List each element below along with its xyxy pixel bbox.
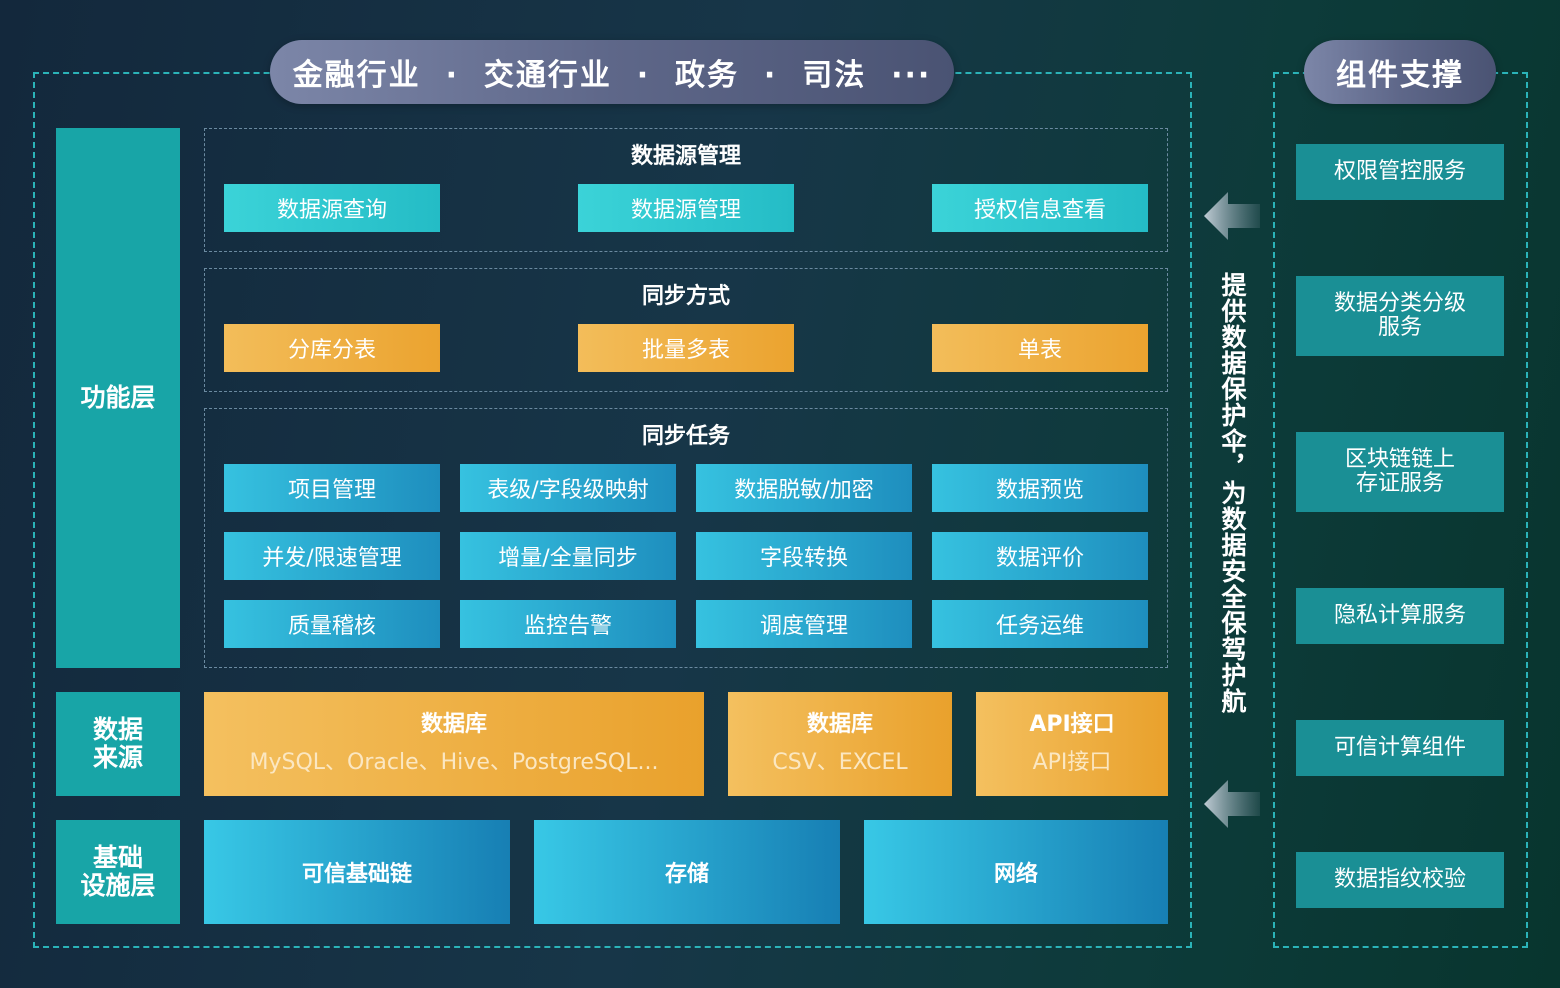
section-title-sync-task: 同步任务 [641, 424, 730, 449]
service-trusted-computing[interactable]: 可信计算组件 [1296, 720, 1504, 776]
service-label: 权限管控服务 [1333, 159, 1466, 184]
layer-function-text: 功能层 [80, 383, 156, 412]
btn-scheduling[interactable]: 调度管理 [696, 600, 912, 648]
service-label: 数据分类分级 服务 [1333, 291, 1466, 340]
btn-field-conversion[interactable]: 字段转换 [696, 532, 912, 580]
layer-infrastructure-text: 基础 设施层 [80, 843, 156, 900]
btn-datasource-query[interactable]: 数据源查询 [224, 184, 440, 232]
section-sync-mode [204, 268, 1168, 392]
left-arrow-icon [1204, 192, 1260, 240]
btn-data-evaluation[interactable]: 数据评价 [932, 532, 1148, 580]
datasource-api[interactable]: API接口 API接口 [976, 692, 1168, 796]
industries-pill: 金融行业 · 交通行业 · 政务 · 司法 ··· [270, 40, 954, 104]
btn-single-table[interactable]: 单表 [932, 324, 1148, 372]
btn-monitoring-alert[interactable]: 监控告警 [460, 600, 676, 648]
btn-batch-multi-table[interactable]: 批量多表 [578, 324, 794, 372]
datasource-title: API接口 [1029, 712, 1115, 737]
service-label: 区块链链上 存证服务 [1344, 447, 1455, 496]
service-label: 可信计算组件 [1333, 735, 1466, 760]
service-permission-control[interactable]: 权限管控服务 [1296, 144, 1504, 200]
components-pill: 组件支撑 [1304, 40, 1496, 104]
service-blockchain-evidence[interactable]: 区块链链上 存证服务 [1296, 432, 1504, 512]
section-title-sync-mode: 同步方式 [641, 284, 730, 309]
industries-label: 金融行业 · 交通行业 · 政务 · 司法 ··· [292, 58, 932, 93]
btn-data-preview[interactable]: 数据预览 [932, 464, 1148, 512]
btn-project-management[interactable]: 项目管理 [224, 464, 440, 512]
components-label: 组件支撑 [1336, 58, 1464, 93]
btn-sharding[interactable]: 分库分表 [224, 324, 440, 372]
datasource-subtitle: CSV、EXCEL [772, 750, 908, 775]
datasource-database-relational[interactable]: 数据库 MySQL、Oracle、Hive、PostgreSQL... [204, 692, 704, 796]
left-arrow-icon [1204, 780, 1260, 828]
vertical-tagline: 提供数据保护伞，为数据安全保驾护航 [1218, 272, 1247, 714]
layer-label-function: 功能层 [56, 128, 180, 668]
btn-quality-audit[interactable]: 质量稽核 [224, 600, 440, 648]
datasource-subtitle: MySQL、Oracle、Hive、PostgreSQL... [249, 750, 659, 775]
service-data-classification[interactable]: 数据分类分级 服务 [1296, 276, 1504, 356]
btn-incremental-full-sync[interactable]: 增量/全量同步 [460, 532, 676, 580]
section-sync-task [204, 408, 1168, 668]
layer-label-infrastructure: 基础 设施层 [56, 820, 180, 924]
section-title-datasource-management: 数据源管理 [630, 144, 741, 169]
btn-auth-info-view[interactable]: 授权信息查看 [932, 184, 1148, 232]
service-data-fingerprint[interactable]: 数据指纹校验 [1296, 852, 1504, 908]
btn-concurrency-limit[interactable]: 并发/限速管理 [224, 532, 440, 580]
section-datasource-management [204, 128, 1168, 252]
btn-task-ops[interactable]: 任务运维 [932, 600, 1148, 648]
btn-table-field-mapping[interactable]: 表级/字段级映射 [460, 464, 676, 512]
datasource-title: 数据库 [806, 712, 873, 737]
service-privacy-computing[interactable]: 隐私计算服务 [1296, 588, 1504, 644]
service-label: 隐私计算服务 [1333, 603, 1466, 628]
infra-storage[interactable]: 存储 [534, 820, 840, 924]
service-label: 数据指纹校验 [1333, 867, 1466, 892]
datasource-title: 数据库 [420, 712, 487, 737]
datasource-subtitle: API接口 [1032, 750, 1112, 775]
infra-trusted-chain[interactable]: 可信基础链 [204, 820, 510, 924]
datasource-database-files[interactable]: 数据库 CSV、EXCEL [728, 692, 952, 796]
btn-data-masking[interactable]: 数据脱敏/加密 [696, 464, 912, 512]
layer-label-data-source: 数据 来源 [56, 692, 180, 796]
btn-datasource-manage[interactable]: 数据源管理 [578, 184, 794, 232]
layer-data-source-text: 数据 来源 [92, 715, 143, 772]
infra-network[interactable]: 网络 [864, 820, 1168, 924]
